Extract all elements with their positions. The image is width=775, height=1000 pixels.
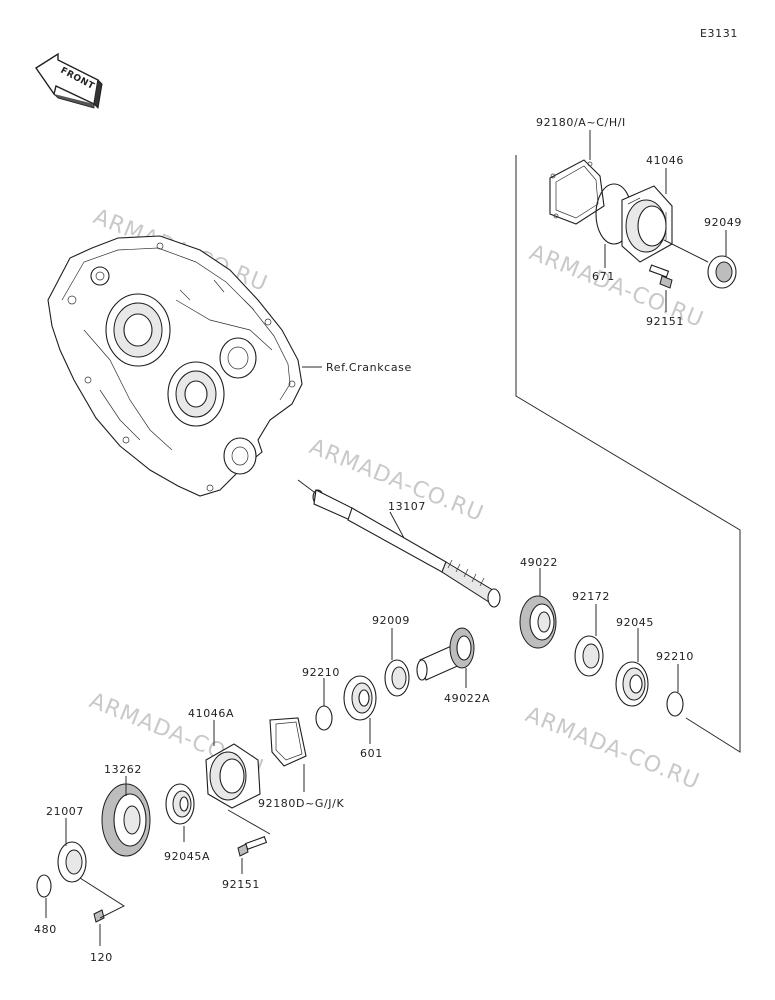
label-92151-upper: 92151	[646, 315, 684, 328]
shaft-13107	[312, 489, 501, 608]
label-92049: 92049	[704, 216, 742, 229]
housing-41046	[621, 185, 673, 263]
snap-ring-92210-right	[666, 691, 684, 717]
label-92180-ac-h-i: 92180/A~C/H/I	[536, 116, 626, 129]
housing-41046a	[205, 743, 261, 809]
circlip-480	[36, 874, 52, 898]
gasket-92180-upper	[549, 159, 605, 225]
bearing-92045a	[165, 783, 195, 825]
gear-13262	[101, 783, 151, 857]
ref-crankcase-label: Ref.Crankcase	[326, 361, 412, 374]
crankcase-illustration	[47, 235, 303, 497]
gear-49022	[519, 595, 557, 649]
gasket-92180-lower	[269, 717, 307, 767]
label-13262: 13262	[104, 763, 142, 776]
oil-seal-92049	[707, 255, 737, 289]
bolt-92151-lower	[237, 836, 268, 857]
label-92172: 92172	[572, 590, 610, 603]
snap-ring-92210-middle	[315, 705, 333, 731]
label-92210-right: 92210	[656, 650, 694, 663]
plate-21007	[57, 841, 87, 883]
label-92210-middle: 92210	[302, 666, 340, 679]
front-arrow-icon: FRONT	[35, 52, 103, 110]
label-671: 671	[592, 270, 615, 283]
label-21007: 21007	[46, 805, 84, 818]
ring-92009	[384, 659, 410, 697]
label-92009: 92009	[372, 614, 410, 627]
bearing-601	[343, 675, 377, 721]
label-92045: 92045	[616, 616, 654, 629]
label-480: 480	[34, 923, 57, 936]
label-120: 120	[90, 951, 113, 964]
bolt-92151-upper	[648, 264, 673, 289]
label-92045a: 92045A	[164, 850, 210, 863]
watermark-3: ARMADA-CO.RU	[306, 434, 487, 527]
bearing-92045	[615, 661, 649, 707]
label-41046a: 41046A	[188, 707, 234, 720]
pinion-gear-49022a	[416, 627, 475, 681]
diagram-code: E3131	[700, 27, 738, 40]
label-49022a: 49022A	[444, 692, 490, 705]
label-92151-lower: 92151	[222, 878, 260, 891]
shim-92172	[574, 635, 604, 677]
label-41046: 41046	[646, 154, 684, 167]
label-601: 601	[360, 747, 383, 760]
label-49022: 49022	[520, 556, 558, 569]
label-92180-dg-j-k: 92180D~G/J/K	[258, 797, 344, 810]
screw-120	[93, 909, 105, 923]
label-13107: 13107	[388, 500, 426, 513]
